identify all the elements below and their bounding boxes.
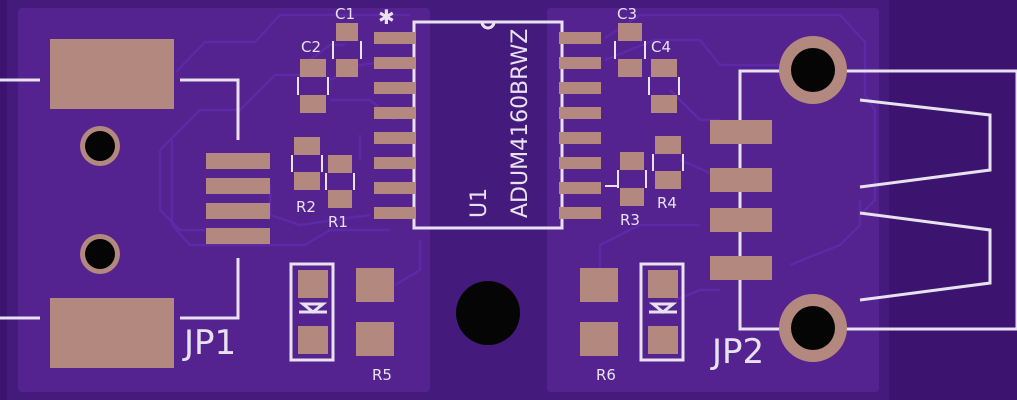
c2-label: C2: [301, 38, 321, 56]
jp1-pad-2: [206, 178, 270, 194]
jp2-mount-hole-bottom-drill: [791, 306, 835, 350]
jp2-outline: [738, 69, 1017, 331]
r2-resistor: R2: [291, 137, 323, 216]
traces: [158, 13, 877, 302]
led-left: [289, 262, 335, 362]
jp1-label: JP1: [182, 323, 236, 363]
r4-resistor: R4: [652, 136, 684, 212]
r5-resistor: R5: [356, 268, 394, 384]
c1-capacitor: C1: [332, 5, 362, 77]
u1-part-number: ADUM4160BRWZ: [508, 29, 533, 218]
jp2-pad-3: [710, 208, 772, 232]
r1-resistor: R1: [325, 155, 355, 231]
u1-pin1-marker: ✱: [378, 5, 395, 29]
c2-capacitor: C2: [297, 38, 329, 113]
u1-designator: U1: [467, 188, 492, 218]
jp2-label: JP2: [710, 332, 764, 372]
c3-capacitor: C3: [614, 5, 646, 77]
jp1-mount-hole-top-drill: [85, 131, 115, 161]
jp1-pad-1: [206, 153, 270, 169]
jp1-mount-hole-bottom-drill: [85, 239, 115, 269]
r1-label: R1: [328, 213, 348, 231]
c3-label: C3: [617, 5, 637, 23]
r6-label: R6: [596, 366, 616, 384]
u1-left-pins: [374, 32, 416, 219]
jp1-pad-3: [206, 203, 270, 219]
jp2-pad-4: [710, 256, 772, 280]
center-mount-hole: [456, 281, 520, 345]
r5-label: R5: [372, 366, 392, 384]
led-right: [639, 262, 685, 362]
jp1-pad-4: [206, 228, 270, 244]
r2-label: R2: [296, 198, 316, 216]
jp1-shield-pad-bottom: [50, 298, 174, 368]
jp1-connector: [0, 39, 270, 368]
r3-label: R3: [620, 211, 640, 229]
c4-label: C4: [651, 38, 671, 56]
jp2-mount-hole-top-drill: [791, 48, 835, 92]
jp2-connector: [710, 36, 1017, 362]
u1-right-pins: [559, 32, 601, 219]
c4-capacitor: C4: [648, 38, 680, 113]
r4-label: R4: [657, 194, 677, 212]
u1-chip: ✱ U1 ADUM4160BRWZ: [374, 5, 601, 230]
r6-resistor: R6: [580, 268, 618, 384]
c1-label: C1: [335, 5, 355, 23]
r3-resistor: R3: [605, 152, 647, 229]
u1-outline: [412, 20, 564, 230]
jp2-pad-2: [710, 168, 772, 192]
jp1-shield-pad-top: [50, 39, 174, 109]
ground-pour-right: [547, 8, 879, 392]
jp2-pad-1: [710, 120, 772, 144]
